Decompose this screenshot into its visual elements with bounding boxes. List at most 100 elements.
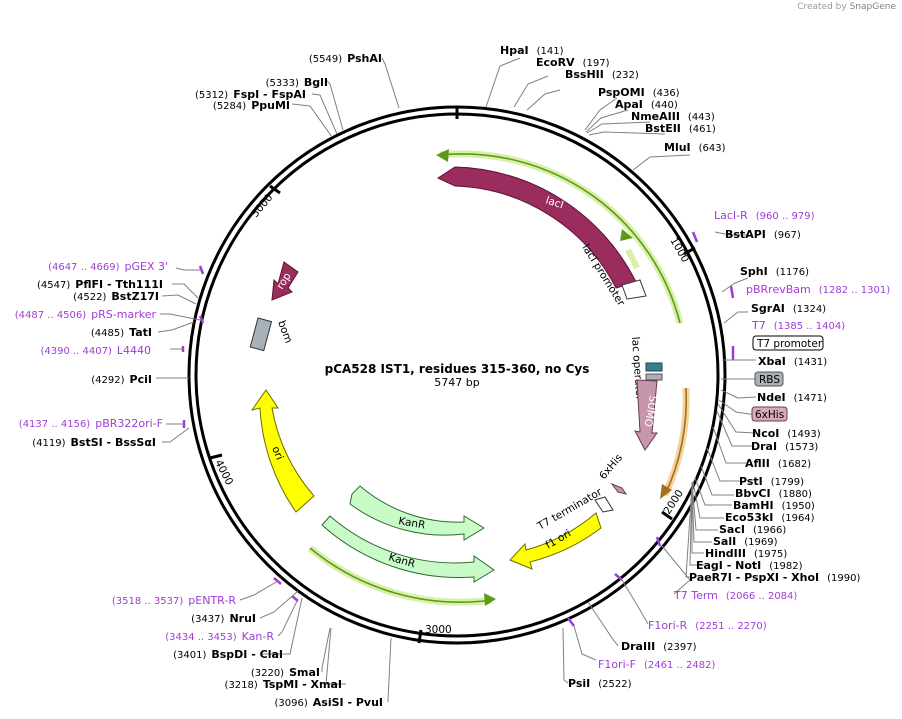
site-position: (2397) bbox=[663, 642, 696, 653]
enzyme-label-apai: ApaI(440) bbox=[615, 98, 678, 111]
enzyme-label-ncoi: NcoI(1493) bbox=[752, 427, 821, 440]
site-position: (141) bbox=[537, 46, 564, 57]
site-position: (3401) bbox=[173, 650, 206, 661]
primer-label-t7term: T7 Term(2066 .. 2084) bbox=[673, 589, 797, 602]
primer-label-pbr322: (4137 .. 4156) pBR322ori-F bbox=[19, 417, 163, 430]
primer-label-pgex3: (4647 .. 4669)pGEX 3' bbox=[48, 260, 168, 273]
site-name: pBRrevBam bbox=[746, 283, 811, 296]
site-position: (5312) bbox=[195, 90, 228, 101]
site-name: F1ori-R bbox=[648, 619, 688, 632]
site-name: TatI bbox=[129, 326, 152, 339]
site-position: (1966) bbox=[753, 525, 786, 536]
site-name: BstAPI bbox=[725, 228, 766, 241]
ori-label: ori bbox=[269, 445, 285, 462]
site-name: BspDI - ClaI bbox=[211, 648, 283, 661]
primer-label-kanr_p: (3434 .. 3453)Kan-R bbox=[165, 630, 274, 643]
site-name: PshAI bbox=[347, 52, 382, 65]
site-position: (4390 .. 4407) bbox=[40, 346, 112, 357]
site-name: SmaI bbox=[289, 666, 320, 679]
site-name: NdeI bbox=[757, 391, 786, 404]
lac-operator-block bbox=[645, 362, 663, 372]
tick-label-5000: 5000 bbox=[249, 192, 275, 220]
site-position: (1964) bbox=[781, 513, 814, 524]
enzyme-label-pspomi: PspOMI(436) bbox=[598, 86, 680, 99]
site-position: (2066 .. 2084) bbox=[726, 591, 798, 602]
site-position: (4485) bbox=[91, 328, 124, 339]
enzyme-label-bspdi: (3401) BspDI - ClaI bbox=[173, 648, 283, 661]
t7-promoter-box: T7 promoter bbox=[752, 335, 824, 351]
site-position: (4547) bbox=[37, 280, 70, 291]
site-position: (5549) bbox=[309, 54, 342, 65]
sixhis-feature bbox=[610, 482, 628, 495]
site-position: (1950) bbox=[782, 501, 815, 512]
left-label-group: (5549)PshAI(5333)BglI(5312)FspI - FspAI(… bbox=[15, 52, 383, 709]
primer-markers bbox=[181, 231, 735, 627]
site-position: (1969) bbox=[744, 537, 777, 548]
sixhis-feature-label: 6xHis bbox=[597, 452, 625, 482]
site-name: BglI bbox=[304, 76, 328, 89]
enzyme-label-bsshii: BssHII(232) bbox=[565, 68, 639, 81]
site-position: (1982) bbox=[769, 561, 802, 572]
site-name: SalI bbox=[713, 535, 736, 548]
site-name: DraI bbox=[751, 440, 777, 453]
site-name: pBR322ori-F bbox=[95, 417, 163, 430]
primer-label-pbrrevbam: pBRrevBam(1282 .. 1301) bbox=[746, 283, 890, 296]
primer-label-pentr: (3518 .. 3537)pENTR-R bbox=[112, 594, 236, 607]
sumo-feature bbox=[634, 379, 658, 451]
site-name: BamHI bbox=[733, 499, 774, 512]
site-position: (4647 .. 4669) bbox=[48, 262, 120, 273]
site-name: XbaI bbox=[758, 355, 786, 368]
site-position: (960 .. 979) bbox=[756, 211, 815, 222]
enzyme-label-smai: (3220) SmaI bbox=[251, 666, 320, 679]
sumo-label: SUMO bbox=[642, 394, 659, 427]
enzyme-label-psti: PstI(1799) bbox=[739, 475, 804, 488]
orf-arc-sumo bbox=[660, 387, 690, 499]
plasmid-name: pCA528 IST1, residues 315-360, no Cys bbox=[325, 362, 590, 376]
site-position: (5284) bbox=[213, 101, 246, 112]
site-name: NruI bbox=[229, 612, 256, 625]
site-position: (1990) bbox=[827, 573, 860, 584]
tick-5000: 5000 bbox=[249, 184, 281, 220]
site-position: (3434 .. 3453) bbox=[165, 632, 237, 643]
site-position: (3218) bbox=[225, 680, 258, 691]
site-position: (3220) bbox=[251, 668, 284, 679]
enzyme-label-psii: PsiI(2522) bbox=[568, 677, 632, 690]
enzyme-label-eagi: EagI - NotI(1982) bbox=[696, 559, 803, 572]
site-position: (4137 .. 4156) bbox=[19, 419, 91, 430]
enzyme-label-afiii: AflII(1682) bbox=[745, 457, 811, 470]
leader-lines bbox=[156, 57, 757, 702]
site-position: (5333) bbox=[266, 78, 299, 89]
site-name: BssHII bbox=[565, 68, 604, 81]
enzyme-label-tati: (4485) TatI bbox=[91, 326, 152, 339]
site-name: T7 bbox=[751, 319, 766, 332]
enzyme-label-sphi: SphI(1176) bbox=[740, 265, 809, 278]
site-position: (1176) bbox=[776, 267, 809, 278]
enzyme-label-paer7i: PaeR7I - PspXI - XhoI(1990) bbox=[689, 571, 861, 584]
site-name: LacI-R bbox=[714, 209, 748, 222]
site-name: PpuMI bbox=[251, 99, 290, 112]
t7-terminator-feature bbox=[594, 496, 614, 513]
sixhis-box-label: 6xHis bbox=[755, 409, 784, 421]
site-position: (3437) bbox=[191, 614, 224, 625]
enzyme-label-bbvci: BbvCI(1880) bbox=[735, 487, 812, 500]
site-name: SacI bbox=[719, 523, 745, 536]
primer-label-prs: (4487 .. 4506)pRS-marker bbox=[15, 308, 157, 321]
sixhis-box: 6xHis bbox=[751, 406, 788, 422]
orf-arc-laci bbox=[436, 149, 684, 324]
enzyme-label-sgrai: SgrAI(1324) bbox=[751, 302, 826, 315]
enzyme-label-bstz17i: (4522)BstZ17I bbox=[73, 290, 159, 303]
kanr-inner-label: KanR bbox=[397, 515, 426, 532]
primer-label-f1ori_r: F1ori-R(2251 .. 2270) bbox=[648, 619, 767, 632]
site-position: (4119) bbox=[32, 438, 65, 449]
site-position: (443) bbox=[688, 112, 715, 123]
enzyme-label-hpai: HpaI(141) bbox=[500, 44, 564, 57]
ori-feature bbox=[250, 389, 315, 513]
enzyme-label-pcii: (4292)PciI bbox=[91, 373, 152, 386]
site-position: (3096) bbox=[275, 698, 308, 709]
enzyme-label-sali: SalI (1969) bbox=[713, 535, 778, 548]
rop-feature bbox=[271, 261, 299, 301]
site-position: (197) bbox=[583, 58, 610, 69]
site-position: (643) bbox=[699, 143, 726, 154]
enzyme-label-eco53ki: Eco53kI(1964) bbox=[725, 511, 815, 524]
